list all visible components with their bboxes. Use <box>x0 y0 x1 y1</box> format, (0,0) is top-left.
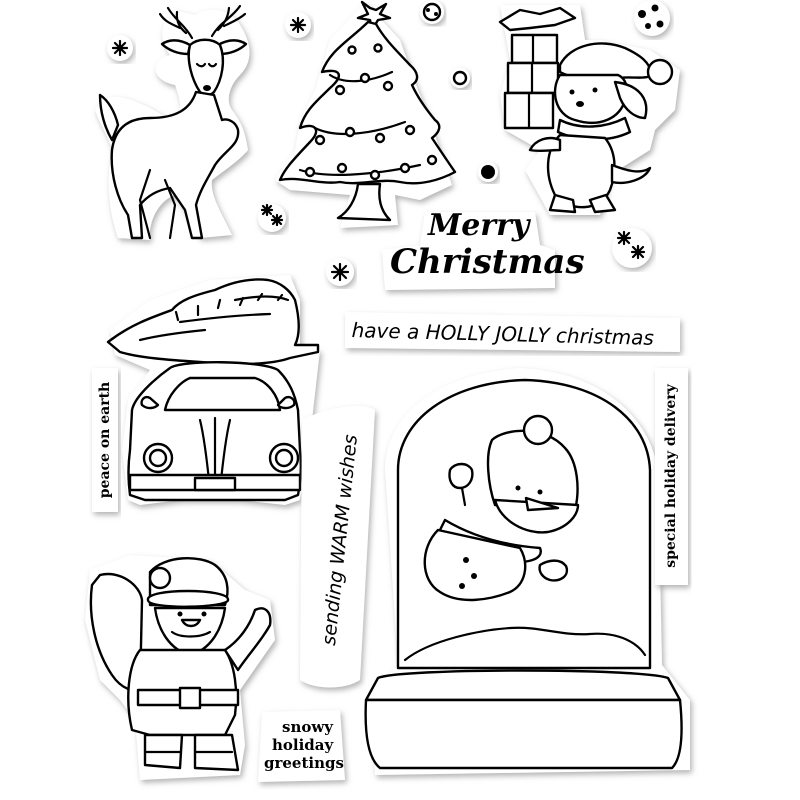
merry-title: Merry <box>428 208 530 243</box>
snowy-line-1: snowy <box>282 718 333 736</box>
peace-on-earth-sentiment: peace on earth <box>97 381 113 499</box>
reindeer-stamp <box>95 4 250 240</box>
snow-globe-stamp <box>364 368 690 775</box>
warm-label-backing <box>300 405 375 688</box>
special-delivery-sentiment: special holiday delivery <box>663 384 679 568</box>
snowy-label-backing <box>258 710 345 782</box>
merry-christmas-stamp <box>345 212 680 352</box>
santa-stamp <box>85 555 275 780</box>
snowy-line-2: holiday <box>272 736 334 754</box>
christmas-tree-stamp <box>275 0 457 228</box>
snowy-line-3: greetings <box>264 754 344 772</box>
delivery-label-backing <box>655 368 688 585</box>
peace-label-backing <box>92 368 118 512</box>
car-with-tree-stamp <box>106 275 320 505</box>
puppy-gifts-stamp <box>498 5 680 215</box>
christmas-title: Christmas <box>390 242 585 282</box>
snowflake-decorations <box>107 0 670 286</box>
